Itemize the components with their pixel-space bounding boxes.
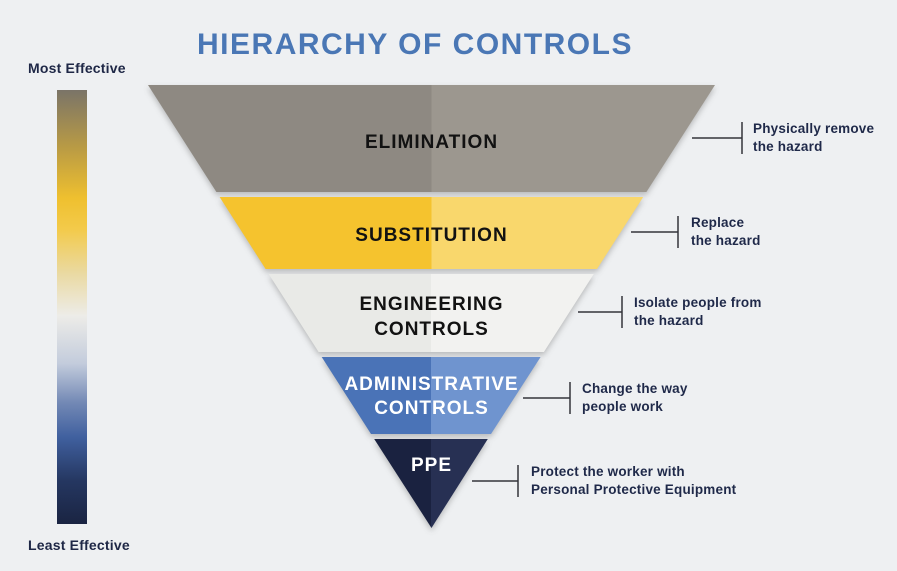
callout-engineering-controls [578,296,623,328]
level-engineering-controls-shape [268,274,594,352]
engineering-controls-label-line2: CONTROLS [374,319,489,340]
elimination-label: ELIMINATION [365,132,498,153]
annotation-line: Protect the worker with [531,464,685,479]
administrative-controls-label-line1: ADMINISTRATIVE [344,374,518,395]
annotation-line: Physically remove [753,121,875,136]
page-title: HIERARCHY OF CONTROLS [197,28,633,61]
level-administrative-controls-shape [321,357,541,434]
ppe-label: PPE [411,455,452,476]
annotation-line: the hazard [691,233,761,248]
annotation-line: Personal Protective Equipment [531,482,737,497]
annotation-ppe: Protect the worker with Personal Protect… [531,463,736,499]
callout-elimination [692,122,743,154]
annotation-administrative-controls: Change the way people work [582,380,688,416]
callout-ppe [472,465,519,497]
annotation-line: the hazard [634,313,704,328]
engineering-controls-label-line1: ENGINEERING [359,294,503,315]
callout-substitution [631,216,679,248]
administrative-controls-label-line2: CONTROLS [374,398,489,419]
effectiveness-gradient-bar [57,90,87,524]
annotation-line: people work [582,399,663,414]
level-elimination-shape [148,85,715,192]
most-effective-label: Most Effective [28,60,126,76]
least-effective-label: Least Effective [28,537,130,553]
level-ppe-shape [374,439,488,528]
annotation-engineering-controls: Isolate people from the hazard [634,294,762,330]
annotation-line: Replace [691,215,745,230]
callout-administrative-controls [523,382,571,414]
annotation-line: Isolate people from [634,295,762,310]
annotation-elimination: Physically remove the hazard [753,120,874,156]
annotation-substitution: Replace the hazard [691,214,761,250]
annotation-line: the hazard [753,139,823,154]
substitution-label: SUBSTITUTION [355,225,507,246]
annotation-line: Change the way [582,381,688,396]
level-substitution-shape [219,197,644,269]
